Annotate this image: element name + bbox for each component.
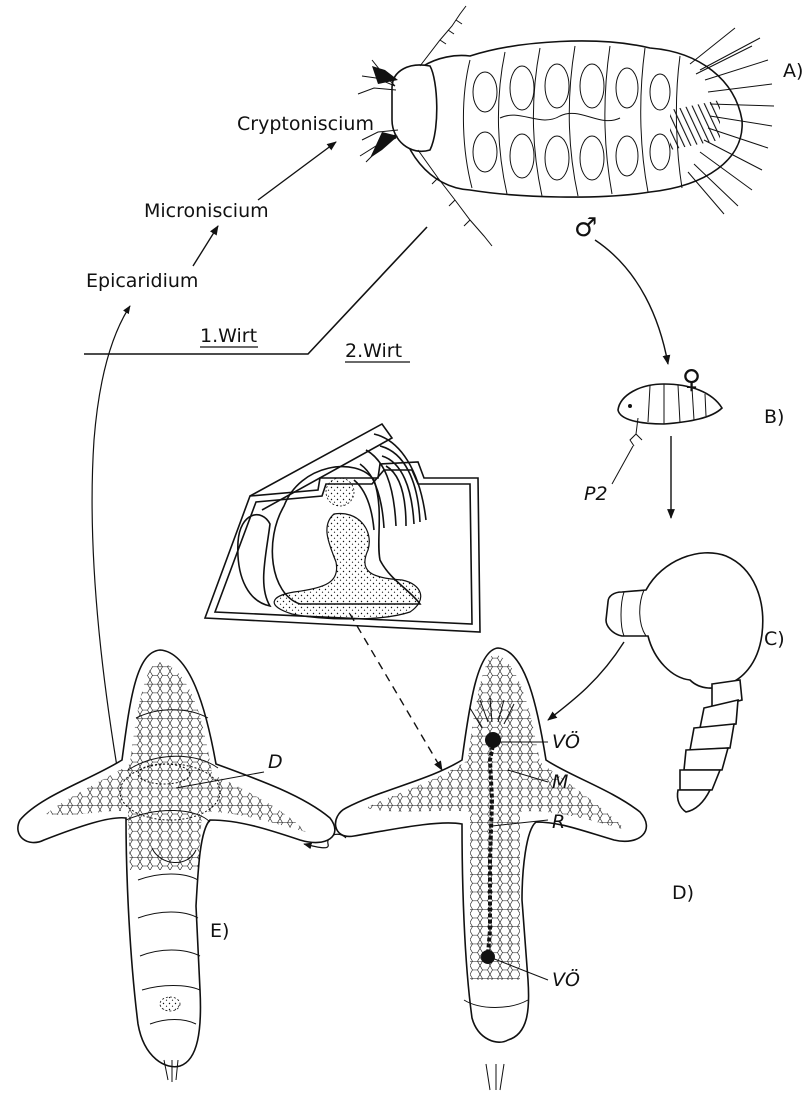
panel-label-e: E) <box>210 920 229 942</box>
arrow-a-to-b <box>595 240 668 364</box>
arrow-micro-to-crypto <box>258 142 336 200</box>
label-microniscium: Microniscium <box>144 200 269 222</box>
male-symbol: ♂ <box>574 213 597 243</box>
panel-label-a: A) <box>783 60 803 82</box>
label-epicaridium: Epicaridium <box>86 270 198 292</box>
label-p2: P2 <box>584 483 608 505</box>
panel-label-b: B) <box>764 406 784 428</box>
female-b-drawing <box>618 384 722 446</box>
panel-label-c: C) <box>764 628 785 650</box>
female-symbol: ♀ <box>682 365 701 395</box>
panel-label-d: D) <box>672 882 694 904</box>
dashed-arrow-host-to-d <box>350 614 442 770</box>
label-vo-upper: VÖ <box>552 730 580 753</box>
label-vo-lower: VÖ <box>552 968 580 991</box>
larva-a-drawing <box>358 6 774 246</box>
label-first-host: 1.Wirt <box>200 325 257 347</box>
label-second-host: 2.Wirt <box>345 340 402 362</box>
host-crab-section <box>205 424 480 632</box>
label-cryptoniscium: Cryptoniscium <box>237 113 374 135</box>
arrow-c-to-d <box>548 642 624 720</box>
p2-pointer-line <box>612 446 633 484</box>
arrow-epi-to-micro <box>193 226 218 266</box>
female-c-drawing <box>606 553 763 812</box>
label-r: R <box>552 811 565 833</box>
label-d: D <box>268 751 283 773</box>
female-e-drawing <box>18 650 335 1082</box>
label-m: M <box>552 771 568 793</box>
female-d-drawing <box>336 648 647 1090</box>
